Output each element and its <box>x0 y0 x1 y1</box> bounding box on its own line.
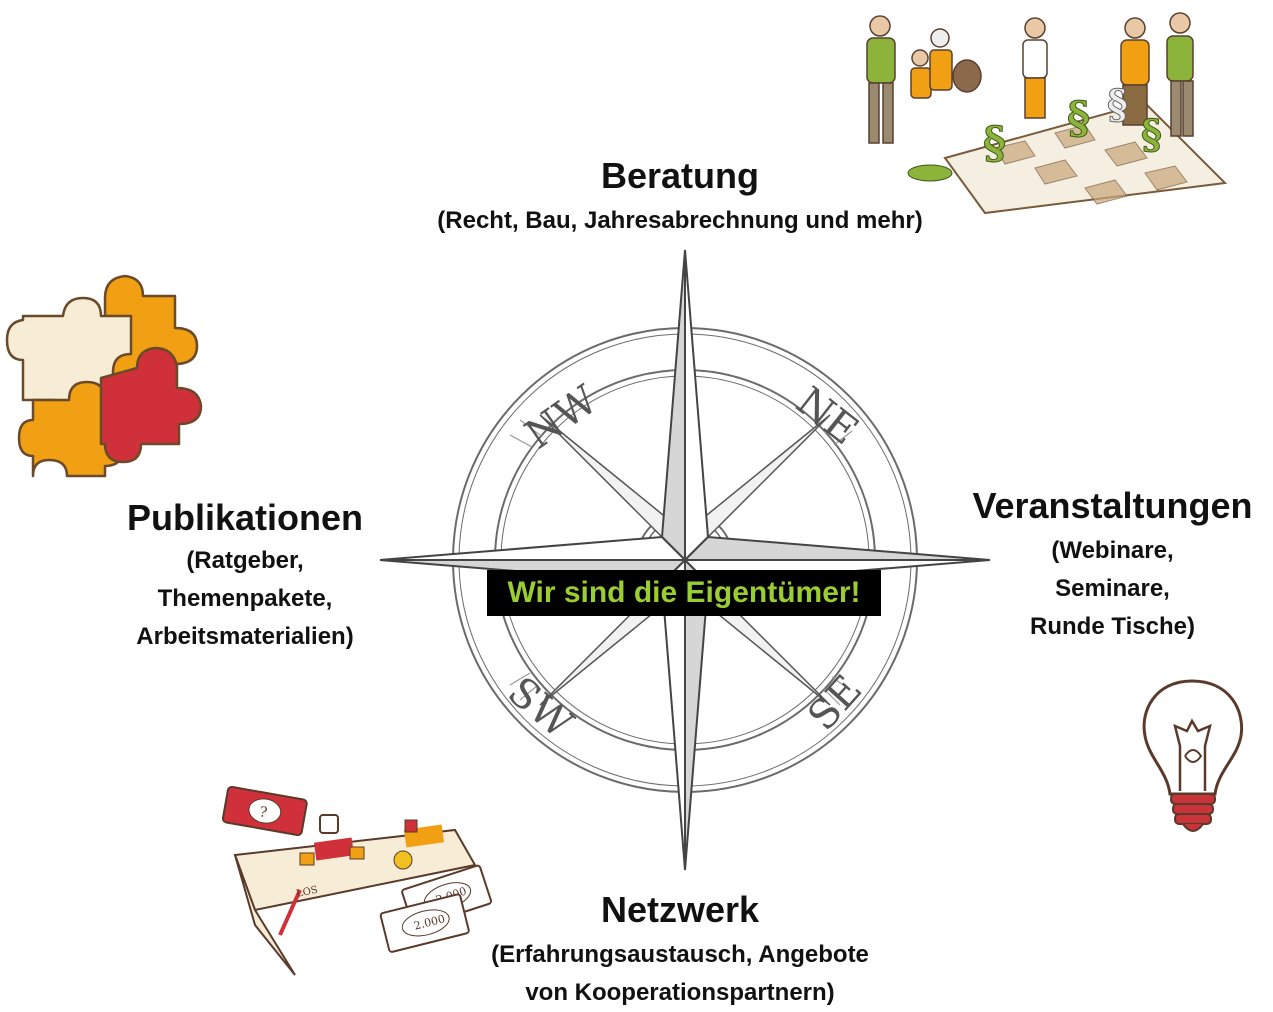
publikationen-title: Publikationen <box>126 497 364 538</box>
netzwerk-title: Netzwerk <box>600 889 760 930</box>
compass-rose-illustration: NW NE SW SE <box>379 249 991 871</box>
veranstaltungen-line: Runde Tische) <box>1030 613 1195 640</box>
veranstaltungen-title: Veranstaltungen <box>972 485 1253 526</box>
svg-text:§: § <box>1141 111 1162 158</box>
board-game-illustration: ? LOS 2.000 2.000 <box>221 785 492 976</box>
beratung-title: Beratung <box>600 155 759 196</box>
svg-text:§: § <box>1067 93 1090 144</box>
lightbulb-icon <box>1142 679 1244 832</box>
netzwerk-subtitle: (Erfahrungsaustausch, Angebote von Koope… <box>430 936 930 1012</box>
svg-text:§: § <box>1107 81 1128 128</box>
netzwerk-line: (Erfahrungsaustausch, Angebote <box>491 941 869 968</box>
publikationen-line: Arbeitsmaterialien) <box>136 623 354 650</box>
svg-text:§: § <box>983 118 1006 169</box>
publikationen-line: (Ratgeber, <box>186 547 304 574</box>
compass-label-se: SE <box>799 667 871 740</box>
publikationen-line: Themenpakete, <box>157 585 333 612</box>
veranstaltungen-line: Seminare, <box>1055 575 1170 602</box>
puzzle-icon <box>5 274 203 478</box>
center-slogan: Wir sind die Eigentümer! <box>487 570 881 616</box>
publikationen-subtitle: (Ratgeber, Themenpakete, Arbeitsmaterial… <box>100 542 390 656</box>
veranstaltungen-line: (Webinare, <box>1051 537 1174 564</box>
netzwerk-line: von Kooperationspartnern) <box>525 979 835 1006</box>
board-start-label: LOS <box>295 885 319 900</box>
beratung-subtitle: (Recht, Bau, Jahresabrechnung und mehr) <box>437 207 923 234</box>
people-chessboard-illustration: § § § § <box>866 12 1228 215</box>
svg-text:?: ? <box>258 804 268 821</box>
veranstaltungen-subtitle: (Webinare, Seminare, Runde Tische) <box>955 532 1270 646</box>
